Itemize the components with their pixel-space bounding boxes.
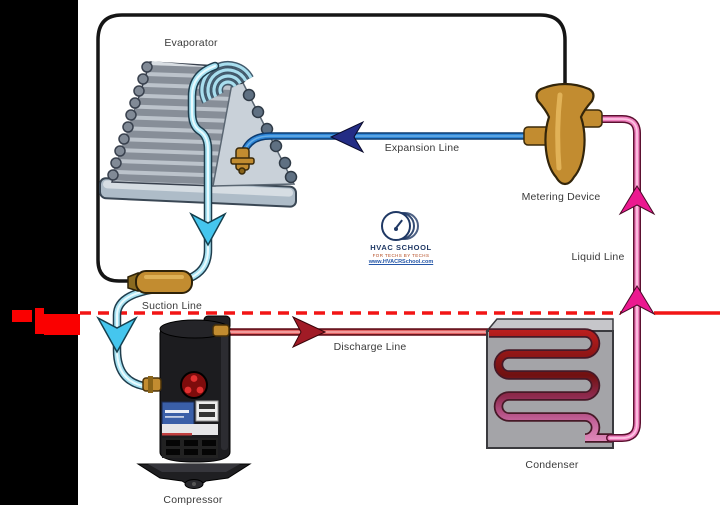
- expansion-line-label: Expansion Line: [384, 142, 460, 154]
- liquid-arrow-icon: [618, 285, 656, 316]
- compressor-graphic: [136, 315, 252, 489]
- discharge-port-fitting: [212, 324, 230, 337]
- logo-website: www.HVACRSchool.com: [368, 259, 434, 265]
- logo-name: HVAC SCHOOL: [370, 243, 432, 252]
- hvac-school-logo: HVAC SCHOOL FOR TECHS BY TECHS www.HVACR…: [363, 211, 439, 265]
- liquid-line-label: Liquid Line: [571, 251, 625, 263]
- metering-device-label: Metering Device: [521, 191, 601, 203]
- suction-line-label: Suction Line: [141, 300, 203, 312]
- liquid-line-pipe: [595, 115, 641, 442]
- discharge-line-label: Discharge Line: [333, 341, 407, 353]
- metering-device-graphic: [523, 82, 603, 186]
- distributor-fitting: [230, 147, 255, 175]
- evaporator-label: Evaporator: [164, 37, 218, 49]
- compressor-brand-label: [161, 401, 195, 426]
- suction-arrow-icon: [96, 316, 138, 354]
- condenser-label: Condenser: [525, 459, 579, 471]
- compressor-label: Compressor: [163, 494, 223, 506]
- liquid-arrow-icon: [618, 185, 656, 216]
- evaporator-left-return-bends: [107, 61, 153, 181]
- red-marker: [12, 308, 80, 335]
- logo-tagline: FOR TECHS BY TECHS: [372, 253, 430, 258]
- left-black-sidebar: [0, 0, 78, 505]
- sensing-bulb-capillary-line: [96, 13, 567, 283]
- sensing-bulb: [127, 270, 193, 294]
- discharge-arrow-icon: [291, 315, 327, 349]
- expansion-arrow-icon: [329, 120, 365, 154]
- suction-arrow-icon: [189, 212, 227, 247]
- condenser-graphic: [485, 318, 614, 449]
- gauge-icon: [381, 211, 421, 241]
